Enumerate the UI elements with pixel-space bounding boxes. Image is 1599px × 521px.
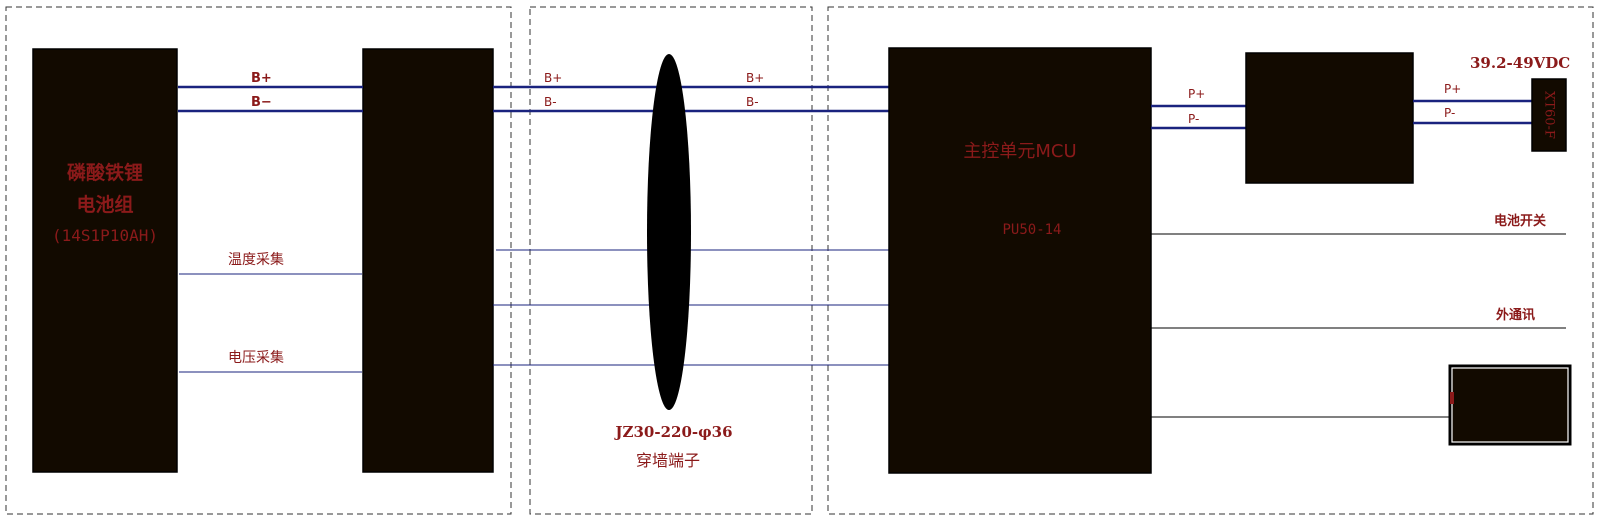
mcu-model: PU50-14 xyxy=(1002,222,1061,238)
feedthrough-out-b-neg-label: B- xyxy=(746,95,759,109)
feedthrough-model-label: JZ30-220-φ36 xyxy=(613,423,732,441)
feedthrough-out-b-pos-label: B+ xyxy=(746,71,764,85)
battery-spec-label: (14S1P10AH) xyxy=(52,226,158,245)
output-module-block xyxy=(1245,52,1414,184)
junction-block xyxy=(362,48,494,473)
feedthrough-section-frame xyxy=(529,6,813,515)
battery-b-pos-label: B+ xyxy=(251,71,272,86)
battery-section-frame xyxy=(5,6,512,515)
voltage-sense-label: 电压采集 xyxy=(228,349,284,366)
output-p-neg-label: P- xyxy=(1444,106,1455,120)
output-p-pos-label: P+ xyxy=(1444,82,1461,96)
xt60-connector xyxy=(1531,78,1567,152)
battery-pack-block xyxy=(32,48,178,473)
display-marker xyxy=(1450,392,1454,404)
feedthrough-in-b-neg-label: B- xyxy=(544,95,557,109)
battery-b-neg-label: B− xyxy=(251,95,272,110)
mcu-title: 主控单元MCU xyxy=(963,141,1076,162)
display-inner-frame xyxy=(1451,367,1569,443)
xt60-connector-label: XT60-F xyxy=(1542,91,1557,139)
feedthrough-in-b-pos-label: B+ xyxy=(544,71,562,85)
mcu-block xyxy=(888,47,1152,474)
feedthrough-terminal-symbol xyxy=(647,54,691,410)
battery-group-label: 电池组 xyxy=(76,193,133,216)
temperature-sense-label: 温度采集 xyxy=(228,251,284,268)
output-voltage-label: 39.2-49VDC xyxy=(1470,54,1570,72)
mcu-p-pos-label: P+ xyxy=(1188,87,1205,101)
mcu-p-neg-label: P- xyxy=(1188,112,1199,126)
external-comm-label: 外通讯 xyxy=(1495,307,1535,323)
battery-switch-label: 电池开关 xyxy=(1494,213,1546,229)
feedthrough-name-label: 穿墙端子 xyxy=(636,451,700,470)
control-section-frame xyxy=(827,6,1594,515)
battery-type-label: 磷酸铁锂 xyxy=(67,161,143,184)
